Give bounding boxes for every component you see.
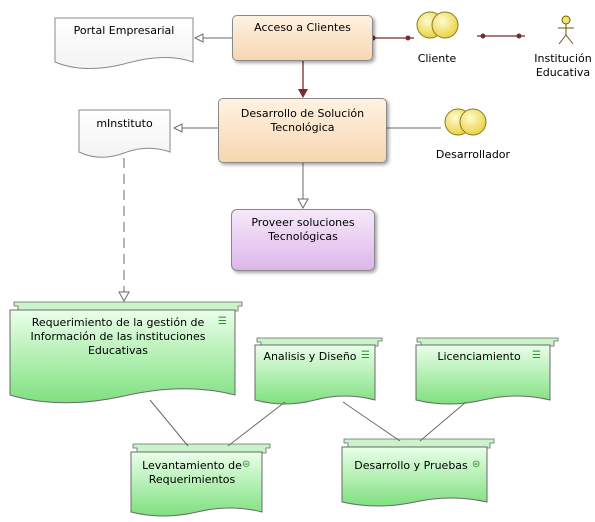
licenciamiento-node[interactable]: Licenciamiento <box>426 350 532 364</box>
pruebas-task-shape <box>341 438 495 507</box>
desarrollo-solucion-label: Desarrollo de Solución Tecnológica <box>240 107 365 134</box>
analisis-task-shape <box>254 337 383 405</box>
requerimiento-task-shape <box>9 301 243 404</box>
cliente-label[interactable]: Cliente <box>417 52 457 65</box>
event-icon: ⊜ <box>242 459 251 470</box>
task-list-icon: ☰ <box>361 350 370 361</box>
task-list-icon: ☰ <box>532 350 541 361</box>
edge-dot <box>405 35 411 41</box>
desarrollo-solucion-node[interactable]: Desarrollo de Solución Tecnológica <box>218 98 387 163</box>
arrowhead-portal <box>193 33 204 43</box>
analisis-diseno-label: Analisis y Diseño <box>263 350 357 363</box>
arrowhead-requerimiento <box>118 291 130 303</box>
edge-dot <box>480 33 486 39</box>
cliente-role-icon <box>416 11 459 39</box>
institucion-educativa-label[interactable]: Institución Educativa <box>534 52 592 79</box>
requerimiento-label: Requerimiento de la gestión de Informaci… <box>30 316 206 357</box>
task-list-icon: ☰ <box>218 316 227 327</box>
edge-licenciamiento-pruebas <box>419 401 467 442</box>
desarrollo-pruebas-node[interactable]: Desarrollo y Pruebas <box>350 459 472 473</box>
proveer-soluciones-node[interactable]: Proveer soluciones Tecnológicas <box>231 209 375 271</box>
portal-empresarial-label[interactable]: Portal Empresarial <box>73 24 175 37</box>
desarrollador-role-icon <box>444 108 487 136</box>
portal-document-shape <box>54 17 194 70</box>
levantamiento-node[interactable]: Levantamiento de Requerimientos <box>142 459 242 487</box>
proveer-soluciones-label: Proveer soluciones Tecnológicas <box>251 216 355 243</box>
institucion-actor-icon <box>558 15 574 45</box>
licenciamiento-label: Licenciamiento <box>437 350 521 363</box>
connectors <box>118 33 525 447</box>
levantamiento-task-shape <box>130 443 271 517</box>
desarrollo-pruebas-label: Desarrollo y Pruebas <box>354 459 468 472</box>
minstituto-document-shape <box>78 109 171 158</box>
levantamiento-label: Levantamiento de Requerimientos <box>142 459 242 486</box>
edge-dot <box>516 33 522 39</box>
edge-analisis-levantamiento <box>227 401 286 447</box>
analisis-diseno-node[interactable]: Analisis y Diseño <box>260 350 360 364</box>
arrowhead-minstituto <box>172 123 183 133</box>
acceso-clientes-node[interactable]: Acceso a Clientes <box>232 15 373 61</box>
arrowhead-proveer <box>297 198 309 210</box>
acceso-clientes-label: Acceso a Clientes <box>254 21 351 34</box>
minstituto-label[interactable]: mInstituto <box>96 117 153 130</box>
event-icon: ⊜ <box>472 459 481 470</box>
edge-requerimiento-levantamiento <box>149 399 189 447</box>
arrowhead-desarrollo <box>298 89 308 98</box>
desarrollador-label[interactable]: Desarrollador <box>435 148 511 161</box>
licenciamiento-task-shape <box>415 337 559 405</box>
requerimiento-node[interactable]: Requerimiento de la gestión de Informaci… <box>18 316 218 358</box>
edge-analisis-pruebas <box>342 401 401 442</box>
